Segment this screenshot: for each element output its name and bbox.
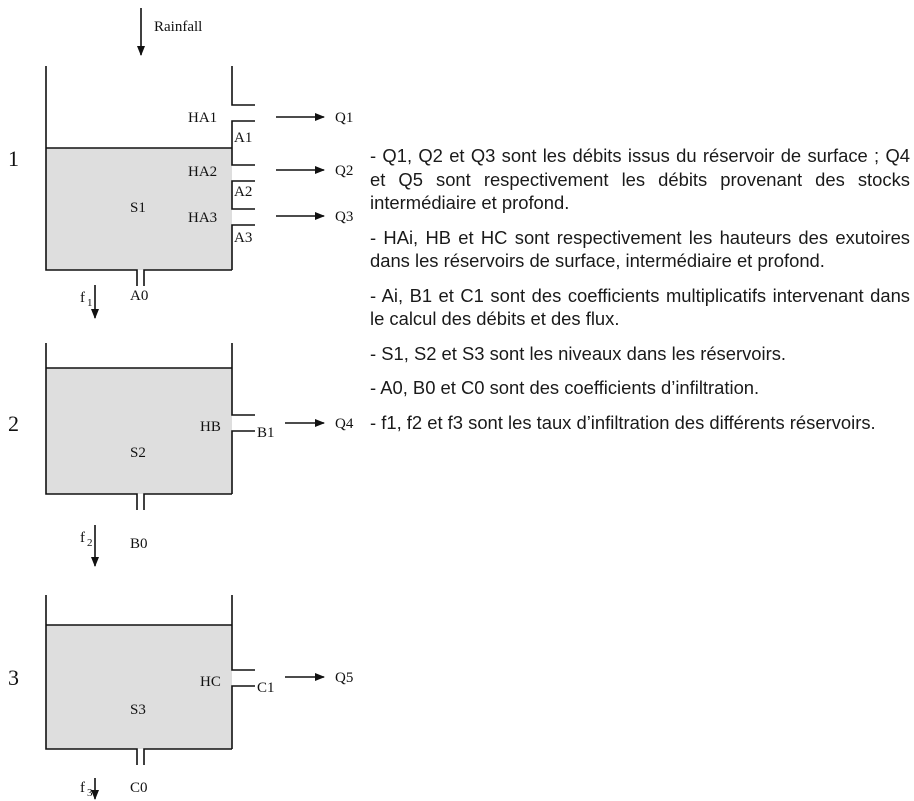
- infiltration-subscript: 3: [87, 787, 93, 799]
- tank-wall-1: [45, 66, 232, 286]
- outlet-coef-label: C1: [257, 680, 275, 696]
- storage-label: S2: [130, 445, 146, 461]
- infiltration-subscript: 1: [87, 297, 93, 309]
- outlet-height-label: HC: [200, 674, 221, 690]
- reservoir-3: 3 HC C1 Q5 S3 C0 f 3: [8, 595, 353, 800]
- tank-wall-2: [45, 343, 232, 510]
- tank-right-wall-1: [231, 66, 255, 270]
- rainfall-label: Rainfall: [154, 19, 202, 35]
- water-level-1: [46, 148, 232, 270]
- infiltration-label: f: [80, 530, 85, 546]
- outlet-coef-label: B1: [257, 425, 275, 441]
- legend-notes: - Q1, Q2 et Q3 sont les débits issus du …: [370, 144, 910, 445]
- bottom-coef-label: B0: [130, 536, 148, 552]
- flow-label: Q4: [335, 416, 354, 432]
- water-level-2: [46, 368, 232, 494]
- note-coefficients: - Ai, B1 et C1 sont des coefficients mul…: [370, 284, 910, 330]
- flow-label: Q3: [335, 209, 353, 225]
- note-levels: - S1, S2 et S3 sont les niveaux dans les…: [370, 342, 787, 364]
- note-infiltration-rates: - f1, f2 et f3 sont les taux d’infiltrat…: [370, 411, 876, 433]
- outlet-coef-label: A1: [234, 130, 252, 146]
- reservoir-number-2: 2: [8, 411, 19, 436]
- tank-right-wall-2: [231, 343, 255, 494]
- flow-label: Q5: [335, 670, 353, 686]
- flow-label: Q2: [335, 163, 353, 179]
- note-heights: - HAi, HB et HC sont respectivement les …: [370, 226, 910, 272]
- flow-label: Q1: [335, 110, 353, 126]
- infiltration-label: f: [80, 290, 85, 306]
- infiltration-label: f: [80, 780, 85, 796]
- storage-label: S1: [130, 200, 146, 216]
- note-infiltration-coefficients: - A0, B0 et C0 sont des coefficients d’i…: [370, 377, 760, 398]
- note-flows: - Q1, Q2 et Q3 sont les débits issus du …: [370, 145, 910, 213]
- bottom-coef-label: C0: [130, 780, 148, 796]
- storage-label: S3: [130, 702, 146, 718]
- bottom-coef-label: A0: [130, 288, 148, 304]
- reservoir-number-1: 1: [8, 146, 19, 171]
- water-level-3: [46, 625, 232, 749]
- outlet-coef-label: A3: [234, 230, 252, 246]
- reservoir-1: 1 HA1 A1 Q1 HA2 A2 Q2 HA3 A3 Q3 S1 A0 f …: [8, 66, 353, 319]
- outlet-height-label: HA3: [188, 210, 217, 226]
- tank-right-wall-3: [231, 595, 255, 749]
- reservoir-number-3: 3: [8, 665, 19, 690]
- outlet-height-label: HA1: [188, 110, 217, 126]
- outlet-height-label: HB: [200, 419, 221, 435]
- outlet-coef-label: A2: [234, 184, 252, 200]
- infiltration-subscript: 2: [87, 537, 93, 549]
- reservoir-model-diagram: Rainfall 1 HA1 A1 Q1 HA2 A2 Q2 HA3 A3 Q3…: [8, 8, 354, 800]
- outlet-height-label: HA2: [188, 164, 217, 180]
- tank-wall-3: [45, 595, 232, 765]
- reservoir-2: 2 HB B1 Q4 S2 B0 f 2: [8, 343, 354, 567]
